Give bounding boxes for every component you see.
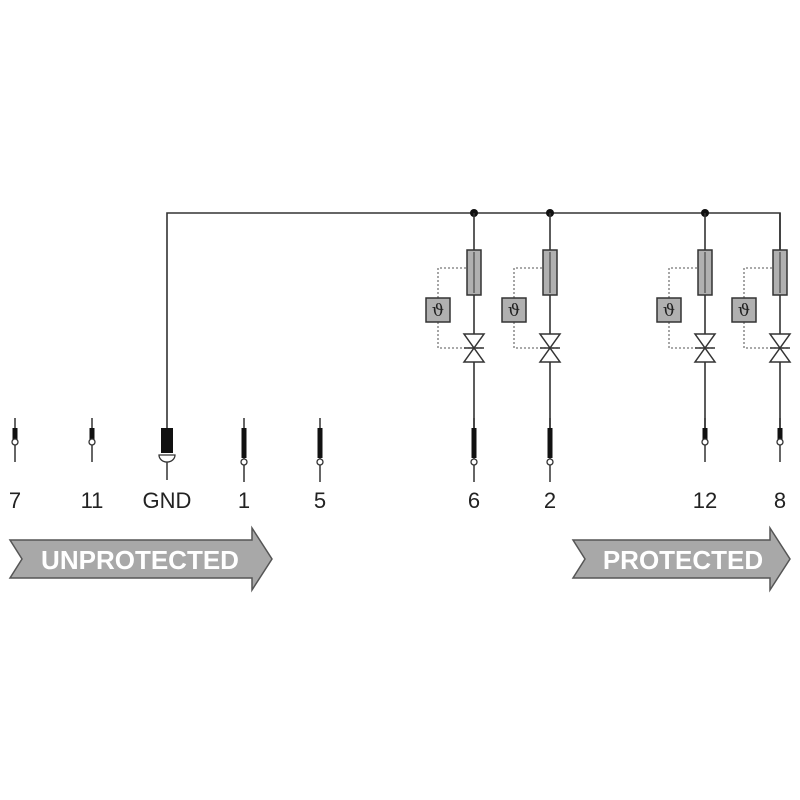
terminal-7: 7 (9, 418, 21, 513)
tvs-diode-icon (768, 346, 792, 363)
unprotected-label: UNPROTECTED (41, 545, 239, 575)
unprotected-arrow: UNPROTECTED (8, 525, 273, 593)
thermal-symbol: ϑ (432, 301, 444, 321)
thermal-link (437, 322, 482, 349)
thermal-link (513, 322, 558, 349)
terminal-1: 1 (238, 418, 250, 513)
thermal-symbol: ϑ (663, 301, 675, 321)
terminal-pin-icon (89, 428, 95, 440)
terminal-pin-icon (702, 428, 708, 440)
thermal-fuse-icon (731, 297, 757, 323)
terminal-label: GND (143, 488, 192, 513)
protection-channel: ϑ (501, 209, 562, 430)
thermal-link (437, 267, 467, 298)
thermal-symbol: ϑ (508, 301, 520, 321)
terminal-contact-icon (776, 438, 784, 446)
ground-contact-icon (158, 454, 176, 463)
tvs-diode-icon (768, 333, 792, 350)
thermal-symbol: ϑ (738, 301, 750, 321)
thermal-link (743, 322, 788, 349)
tvs-diode-icon (538, 346, 562, 363)
terminal-pin-icon (317, 428, 323, 458)
terminal-contact-icon (316, 458, 324, 466)
terminal-6: 6 (468, 418, 480, 513)
terminal-contact-icon (240, 458, 248, 466)
protected-arrow: PROTECTED (571, 525, 791, 593)
thermal-link (513, 267, 543, 298)
terminal-label: 8 (774, 488, 786, 513)
terminal-pin-icon (547, 428, 553, 458)
tvs-diode-icon (693, 346, 717, 363)
thermal-fuse-icon (656, 297, 682, 323)
terminal-pin-icon (777, 428, 783, 440)
thermal-link (743, 267, 773, 298)
tvs-diode-icon (538, 333, 562, 350)
terminal-12: 12 (693, 418, 717, 513)
ground-pin-icon (161, 428, 173, 453)
tvs-diode-icon (462, 333, 486, 350)
terminal-pin-icon (471, 428, 477, 458)
thermal-link (668, 322, 713, 349)
terminal-contact-icon (88, 438, 96, 446)
terminal-contact-icon (470, 458, 478, 466)
terminal-contact-icon (546, 458, 554, 466)
terminal-contact-icon (701, 438, 709, 446)
terminal-8: 8 (774, 418, 786, 513)
terminal-gnd: GND (143, 428, 192, 513)
terminal-contact-icon (11, 438, 19, 446)
terminal-pin-icon (241, 428, 247, 458)
protection-channel: ϑ (731, 213, 792, 430)
terminal-label: 5 (314, 488, 326, 513)
terminal-11: 11 (81, 418, 104, 513)
terminal-label: 2 (544, 488, 556, 513)
terminal-label: 12 (693, 488, 717, 513)
protection-channel: ϑ (656, 209, 717, 430)
terminal-label: 11 (81, 488, 104, 513)
protected-label: PROTECTED (603, 545, 763, 575)
terminal-pin-icon (12, 428, 18, 440)
terminal-label: 7 (9, 488, 21, 513)
terminal-label: 1 (238, 488, 250, 513)
tvs-diode-icon (693, 333, 717, 350)
terminal-label: 6 (468, 488, 480, 513)
thermal-link (668, 267, 698, 298)
terminal-5: 5 (314, 418, 326, 513)
tvs-diode-icon (462, 346, 486, 363)
thermal-fuse-icon (501, 297, 527, 323)
terminal-2: 2 (544, 418, 556, 513)
thermal-fuse-icon (425, 297, 451, 323)
protection-channel: ϑ (425, 209, 486, 430)
